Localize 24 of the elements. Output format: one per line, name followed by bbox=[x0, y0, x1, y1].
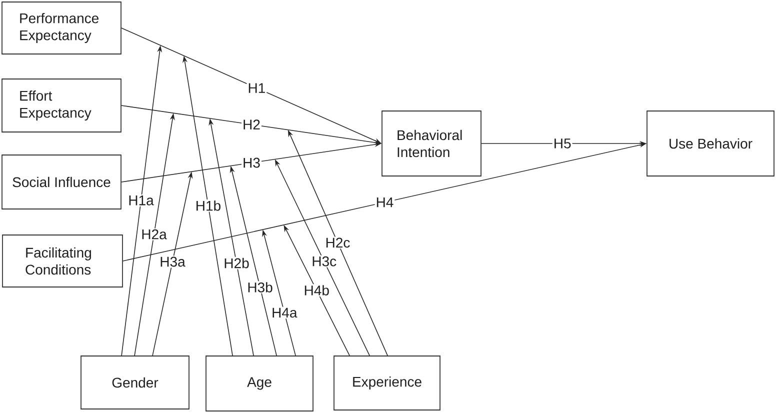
variable-box: Facilitating Conditions bbox=[2, 234, 123, 288]
variable-box: Effort Expectancy bbox=[2, 78, 122, 132]
variable-box: Use Behavior bbox=[646, 110, 774, 176]
edge-label: H3a bbox=[158, 256, 186, 268]
edge-label: H1b bbox=[194, 200, 222, 212]
edge-label: H3c bbox=[310, 255, 338, 268]
edge-label: H2a bbox=[140, 228, 168, 240]
variable-box: Social Influence bbox=[2, 154, 122, 210]
edge-label: H5 bbox=[552, 138, 572, 150]
variable-box: Age bbox=[206, 356, 314, 412]
edge-label: H3 bbox=[242, 156, 262, 169]
edge-label: H1 bbox=[246, 82, 267, 94]
edge-label: H1a bbox=[127, 194, 155, 206]
edge-label: H2c bbox=[324, 236, 352, 249]
edge-label: H2b bbox=[222, 256, 250, 270]
edge-label: H4b bbox=[302, 284, 330, 296]
variable-box: Experience bbox=[334, 356, 440, 410]
variable-box: Gender bbox=[80, 356, 190, 410]
variable-box: Behavioral Intention bbox=[382, 110, 482, 176]
variable-box: Performance Expectancy bbox=[2, 2, 122, 54]
edge-label: H2 bbox=[242, 118, 262, 130]
edge-label: H4 bbox=[374, 196, 395, 208]
edge-label: H4a bbox=[270, 306, 298, 319]
edge-label: H3b bbox=[246, 281, 274, 294]
